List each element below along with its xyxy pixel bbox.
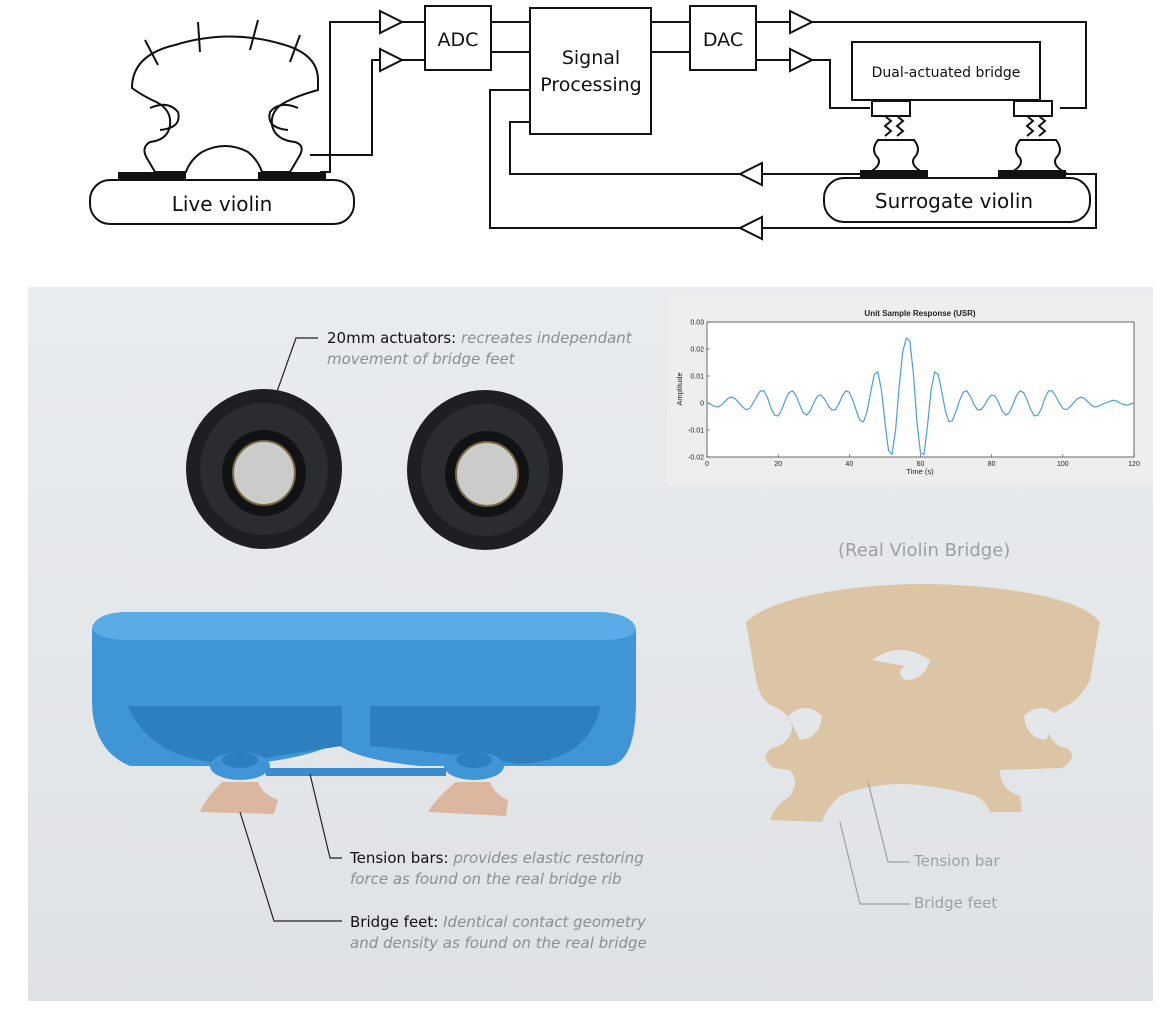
output-amplifier-bottom [789, 47, 815, 73]
usr-x-tick-label: 0 [705, 461, 709, 468]
tension-bars-caption-desc-2: force as found on the real bridge rib [350, 870, 622, 888]
signal-flow-diagram: Live violin Surrogate violin ADC DAC Sig… [89, 5, 1097, 241]
feedback-amplifier-top [737, 161, 763, 187]
usr-x-tick-label: 40 [845, 461, 853, 468]
surrogate-violin-body [823, 177, 1091, 223]
signal-processing-label-line2: Processing [540, 74, 641, 96]
input-amplifier-top [379, 9, 405, 35]
live-violin-label: Live violin [172, 192, 273, 216]
bridge-feet-caption-desc-1: Identical contact geometry [443, 913, 646, 931]
usr-y-tick-label: 0.01 [690, 374, 704, 381]
usr-chart: Unit Sample Response (USR) Time (s) Ampl… [675, 309, 1140, 476]
usr-y-tick-label: -0.01 [688, 428, 704, 435]
adc-label: ADC [438, 29, 479, 51]
usr-series-line [706, 337, 1135, 456]
tension-bars-caption: Tension bars: provides elastic restoring… [350, 848, 644, 890]
output-amplifier-top [789, 9, 815, 35]
usr-chart-xlabel: Time (s) [906, 467, 934, 476]
usr-chart-ylabel: Amplitude [675, 372, 684, 405]
actuators-caption-bold: 20mm actuators: [327, 329, 457, 347]
usr-chart-panel: Unit Sample Response (USR) Time (s) Ampl… [667, 296, 1153, 486]
actuators-caption-desc-1: recreates independant [460, 329, 632, 347]
bridge-feet-gray-caption: Bridge feet [914, 894, 998, 912]
dac-label: DAC [703, 29, 743, 51]
usr-plot-area [706, 321, 1135, 458]
usr-x-tick-label: 80 [988, 461, 996, 468]
actuators-caption-desc-2: movement of bridge feet [327, 350, 515, 368]
bridge-feet-caption-bold: Bridge feet: [350, 913, 439, 931]
usr-y-tick-label: 0.02 [690, 347, 704, 354]
usr-y-tick-label: -0.02 [688, 455, 704, 462]
bridge-feet-caption: Bridge feet: Identical contact geometry … [350, 912, 647, 954]
dual-actuated-bridge-block [851, 41, 1041, 101]
tension-bars-caption-bold: Tension bars: [350, 849, 449, 867]
usr-x-tick-label: 100 [1057, 461, 1069, 468]
signal-processing-label-line1: Signal [562, 47, 620, 69]
usr-chart-title: Unit Sample Response (USR) [864, 309, 975, 318]
bridge-feet-caption-desc-2: and density as found on the real bridge [350, 934, 647, 952]
actuator-right [407, 390, 563, 550]
tension-bars-caption-desc-1: provides elastic restoring [453, 849, 644, 867]
real-violin-bridge [746, 584, 1100, 822]
usr-x-tick-label: 20 [774, 461, 782, 468]
input-amplifier-bottom [379, 47, 405, 73]
actuator-left [186, 389, 342, 549]
signal-processing-block [529, 7, 652, 135]
real-bridge-caption: (Real Violin Bridge) [838, 540, 1011, 561]
feedback-amplifier-bottom [737, 215, 763, 241]
tension-bar-caption: Tension bar [914, 852, 1000, 870]
dual-actuated-bridge-prototype [92, 612, 636, 780]
prototype-bridge-foot-right [428, 782, 508, 816]
usr-y-tick-label: 0.03 [690, 320, 704, 327]
dual-bridge-label: Dual-actuated bridge [872, 65, 1021, 81]
prototype-bridge-foot-left [200, 782, 278, 814]
actuators-caption: 20mm actuators: recreates independant mo… [327, 328, 632, 370]
surrogate-violin-label: Surrogate violin [875, 189, 1033, 213]
usr-x-tick-label: 60 [917, 461, 925, 468]
live-violin-body [89, 179, 355, 225]
dac-block [689, 5, 757, 71]
live-violin-bridge [130, 35, 319, 173]
usr-x-tick-label: 120 [1128, 461, 1140, 468]
adc-block [424, 5, 492, 71]
usr-y-tick-label: 0 [700, 401, 704, 408]
